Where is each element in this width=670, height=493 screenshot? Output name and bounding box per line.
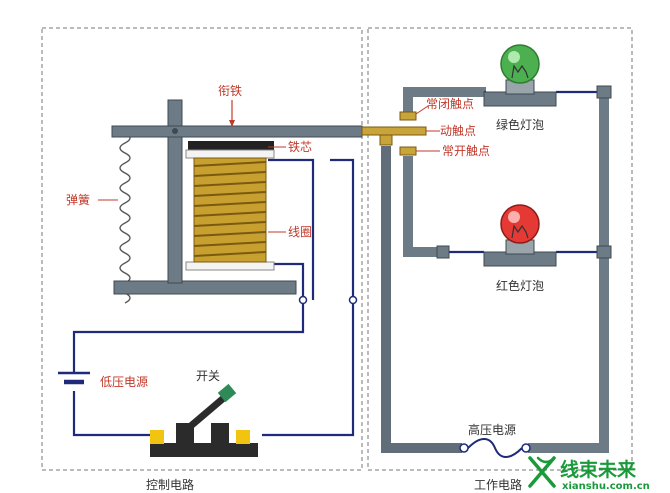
armature-label: 衔铁 xyxy=(218,84,242,98)
green-lamp-label: 绿色灯泡 xyxy=(496,117,544,132)
relay-frame xyxy=(113,99,297,295)
hv-source-label: 高压电源 xyxy=(468,422,516,437)
node-top-right xyxy=(596,85,612,99)
green-lamp xyxy=(483,44,557,107)
coil-label: 线圈 xyxy=(288,225,312,239)
control-circuit-box xyxy=(41,27,363,471)
spring xyxy=(119,132,131,304)
red-lamp-label: 红色灯泡 xyxy=(496,278,544,293)
hv-source xyxy=(459,438,531,458)
coil xyxy=(193,157,267,263)
switch-label: 开关 xyxy=(196,369,220,383)
watermark-url: xianshu.com.cn xyxy=(562,481,650,492)
spring-label: 弹簧 xyxy=(66,192,90,207)
control-terminal-left xyxy=(298,295,308,305)
node-red-left xyxy=(436,245,450,259)
core-label: 铁芯 xyxy=(288,140,312,154)
nc-contact-label: 常闭触点 xyxy=(426,97,474,111)
control-wiring xyxy=(72,158,355,437)
control-terminal-right xyxy=(348,295,358,305)
working-frame xyxy=(381,87,609,453)
contact-leaders xyxy=(415,105,440,152)
node-mid-right xyxy=(596,245,612,259)
coil-bobbin-bottom xyxy=(185,261,275,271)
coil-bobbin xyxy=(185,149,275,159)
switch xyxy=(150,383,258,457)
iron-core-cap xyxy=(188,141,274,150)
watermark-text: 线束未来 xyxy=(560,458,636,481)
watermark-logo-icon xyxy=(528,456,556,488)
red-lamp xyxy=(483,204,557,267)
working-circuit-box xyxy=(367,27,633,471)
battery-symbol xyxy=(58,371,90,385)
moving-contact-label: 动触点 xyxy=(440,124,476,138)
control-circuit-title: 控制电路 xyxy=(146,477,194,492)
label-leaders xyxy=(98,146,286,233)
battery-label: 低压电源 xyxy=(100,375,148,389)
no-contact-label: 常开触点 xyxy=(442,144,490,158)
watermark: 线束未来 xianshu.com.cn xyxy=(528,456,650,492)
contacts xyxy=(361,111,427,156)
working-circuit-title: 工作电路 xyxy=(474,477,522,492)
armature xyxy=(111,125,363,138)
